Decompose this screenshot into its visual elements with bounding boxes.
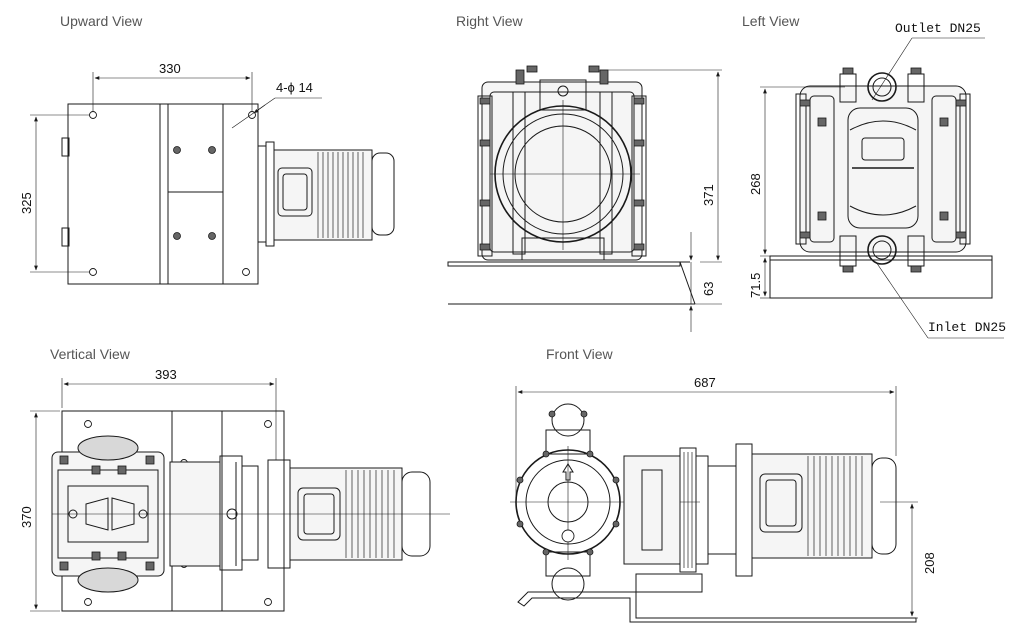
front-view-title: Front View: [546, 346, 614, 362]
right-view-title: Right View: [456, 13, 524, 29]
inlet-port: [867, 235, 897, 265]
upward-base-plate: [67, 103, 259, 285]
upward-bracket: [167, 103, 224, 285]
left-view-title: Left View: [742, 13, 800, 29]
front-base: [517, 591, 917, 623]
outlet-label: Outlet DN25: [895, 21, 981, 36]
upward-hole-spec: 4-ϕ 14: [276, 80, 313, 95]
mount-hole: [242, 268, 250, 276]
front-view: 687 208: [510, 375, 937, 623]
mount-hole: [89, 268, 97, 276]
left-view: Outlet DN25 Inlet DN25 268 71.5: [748, 21, 1006, 339]
right-view: 371 63: [447, 65, 722, 332]
outlet-port: [867, 72, 897, 102]
left-base-plate: [769, 255, 993, 299]
front-bracket: [623, 455, 681, 565]
front-motor: [751, 453, 873, 559]
upward-dim-width: 330: [159, 61, 181, 76]
front-motor-fan-cover: [871, 457, 897, 555]
inlet-label: Inlet DN25: [928, 320, 1006, 335]
right-dim-base: 63: [701, 282, 716, 296]
vertical-dim-height: 370: [19, 506, 34, 528]
front-dim-width: 687: [694, 375, 716, 390]
left-dim-base: 71.5: [748, 273, 763, 298]
upward-view: 330 325 4-ϕ 14: [19, 61, 395, 285]
right-pump-frame: [481, 81, 643, 261]
upward-dim-height: 325: [19, 192, 34, 214]
upward-view-title: Upward View: [60, 13, 143, 29]
vertical-dim-width: 393: [155, 367, 177, 382]
vertical-view-title: Vertical View: [50, 346, 131, 362]
upward-motor-fan-cover: [371, 152, 395, 236]
right-dim-height: 371: [701, 184, 716, 206]
front-dim-height: 208: [922, 552, 937, 574]
mount-hole: [89, 111, 97, 119]
left-dim-height: 268: [748, 173, 763, 195]
vertical-view: 393 370: [19, 367, 450, 612]
left-pump-body: [799, 85, 967, 253]
